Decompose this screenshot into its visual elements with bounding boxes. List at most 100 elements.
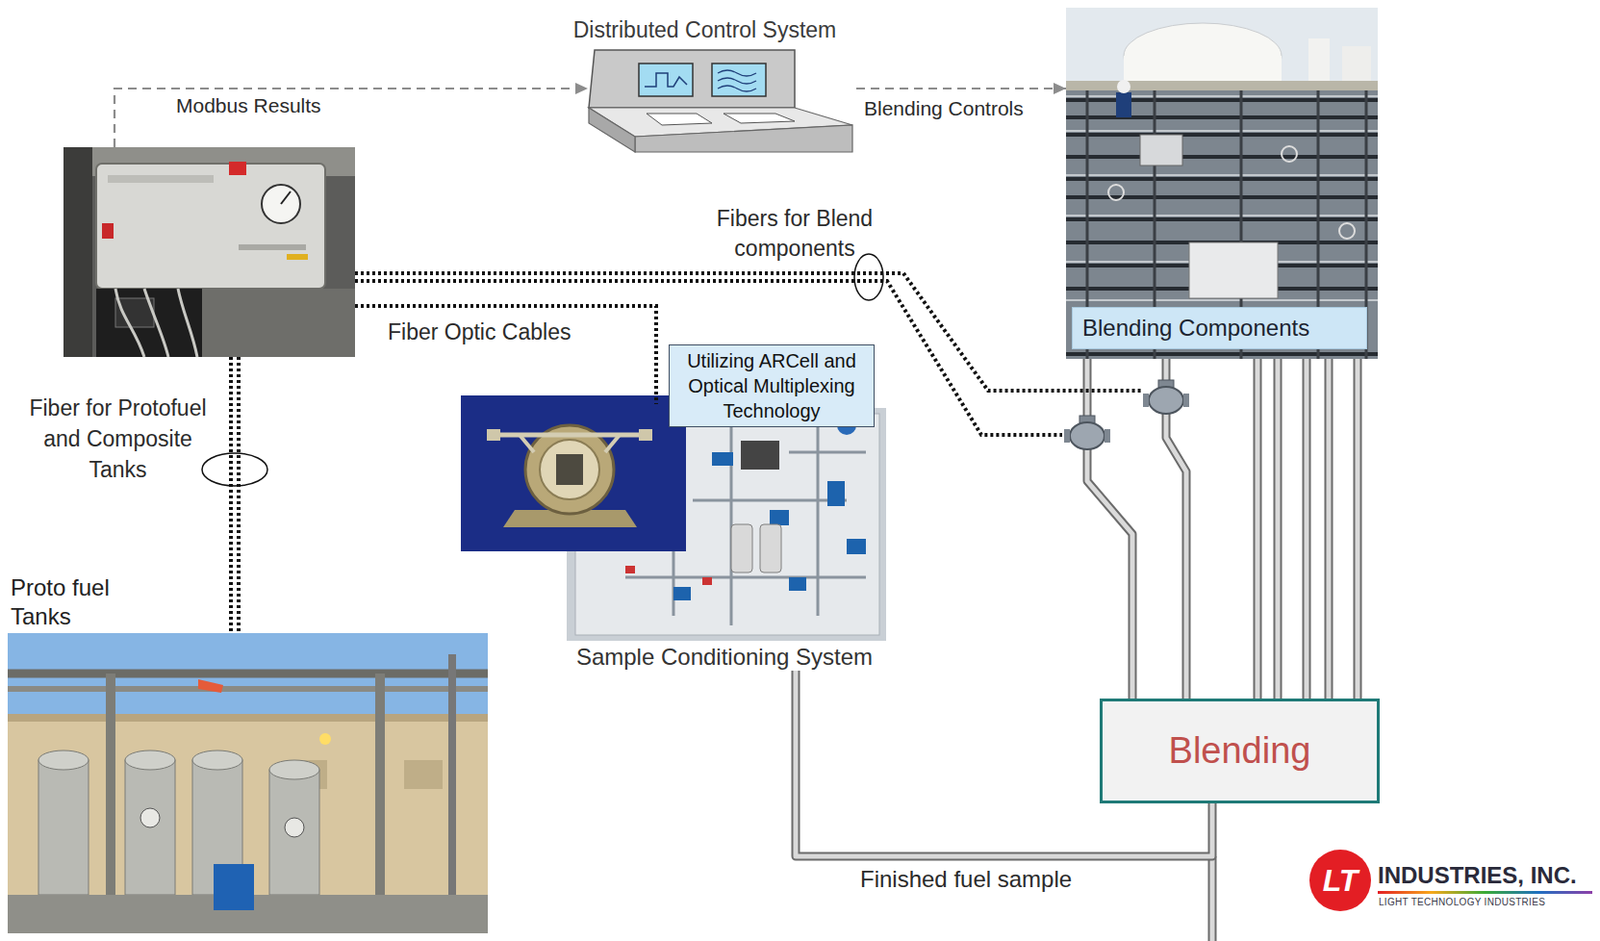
proto-fuel-tanks-photo	[192, 750, 243, 770]
arcell-photo	[638, 429, 653, 441]
dcs-console: Distributed Control System	[553, 15, 857, 156]
cable-bundle-ring	[854, 253, 884, 301]
sample-conditioning-photo	[702, 577, 712, 585]
modbus-link	[114, 82, 588, 148]
proto-fuel-tanks-photo	[448, 654, 457, 895]
outlet-pipe	[1208, 856, 1218, 941]
sample-conditioning-panel: Sample Conditioning System	[560, 407, 889, 671]
logo-mark: LT	[1309, 862, 1372, 899]
pipe-body	[1275, 358, 1281, 699]
sample-conditioning-photo	[673, 586, 691, 601]
proto-fuel-tanks-photo	[38, 760, 89, 895]
blending-area-photo	[1123, 55, 1282, 81]
pipe-outline	[1253, 358, 1263, 699]
modbus-link	[114, 88, 578, 148]
arcell-photo	[539, 439, 600, 500]
blending-area-photo	[1066, 98, 1378, 102]
modbus-link	[575, 82, 588, 95]
company-logo	[1377, 890, 1593, 894]
blending-area-photo	[1117, 79, 1131, 94]
blending-area-photo	[1066, 96, 1378, 301]
blending-area-photo	[1339, 223, 1355, 239]
analyzer-photo	[261, 184, 301, 224]
blending-area-photo	[1189, 242, 1278, 299]
control-console-icon	[588, 107, 635, 153]
proto-fuel-tanks-photo	[7, 685, 488, 692]
proto-fuel-tanks-photo	[105, 673, 116, 895]
proto-fuel-tanks-photo	[7, 719, 488, 934]
blending-area-photo	[1066, 7, 1378, 359]
blending-area-photo	[1066, 80, 1378, 91]
control-console-icon	[588, 50, 853, 153]
connector-label: Finished fuel sample	[860, 865, 1072, 893]
outlet-pipe	[1212, 856, 1214, 941]
cable-bundle-ring	[202, 253, 884, 486]
arcell-photo	[525, 425, 614, 514]
sample-valve	[1142, 393, 1149, 407]
proto-fuel-tanks-photo	[140, 808, 160, 828]
sample-valve	[1069, 422, 1105, 450]
control-console-icon	[646, 113, 712, 126]
proto-fuel-tanks-photo	[319, 733, 331, 745]
blending-area-photo	[1066, 129, 1378, 132]
sample-conditioning-photo	[625, 565, 635, 574]
pipe-body	[1355, 358, 1361, 699]
blending-area-photo	[1066, 177, 1378, 181]
fiber-optic-cable	[355, 305, 657, 405]
blending-area-photo	[1066, 214, 1378, 217]
logo-text: INDUSTRIES, INC.	[1377, 862, 1577, 889]
analyzer-photo	[96, 163, 326, 289]
arrow-head	[1053, 82, 1067, 95]
analyzer-photo	[101, 223, 114, 239]
analyzer-photo	[63, 147, 356, 357]
pipe-outline	[1273, 358, 1283, 699]
pipe-body	[1087, 358, 1133, 699]
arcell-photo	[519, 434, 534, 453]
arcell-photo	[486, 429, 501, 441]
pipe-body	[1255, 358, 1261, 699]
blending-area-photo	[1066, 95, 1378, 98]
blending-area-photo	[1116, 92, 1132, 118]
sample-valve	[1064, 429, 1070, 443]
sample-valve	[1183, 393, 1190, 407]
outlet-pipe	[1210, 856, 1216, 941]
fiber-optic-cable	[230, 273, 1142, 634]
sample-conditioning-photo	[731, 524, 753, 573]
analyzer-photo	[96, 288, 203, 357]
cable-label: Fiber for Protofuel and Composite Tanks	[24, 392, 212, 485]
company-logo	[1309, 849, 1593, 912]
analyzer-photo	[63, 147, 356, 357]
signal-label: Modbus Results	[176, 93, 322, 119]
analyzer-photo	[238, 244, 306, 251]
blending-components-photo: Blending Components	[1066, 7, 1378, 359]
cable-label: Fiber Optic Cables	[387, 318, 571, 346]
arcell-photo	[605, 434, 620, 453]
pipe-connector	[1087, 358, 1358, 699]
blending-area-photo	[1108, 184, 1124, 201]
sample-conditioning-photo	[846, 538, 866, 555]
pipe-outline	[1353, 358, 1363, 699]
sample-valve	[1104, 429, 1111, 443]
proto-fuel-tanks-photo	[38, 750, 89, 770]
blending-area-photo	[1066, 132, 1378, 137]
blending-area-photo	[1342, 46, 1372, 83]
blending-area-photo	[1066, 299, 1378, 302]
fiber-optic-cable	[228, 356, 233, 634]
pipe-outline	[1087, 358, 1133, 699]
analyzer-photo	[286, 253, 308, 260]
connector-label: Blending Controls	[863, 96, 1024, 121]
technology-callout-box: Utilizing ARCell and Optical Multiplexin…	[668, 344, 875, 428]
node-heading: Distributed Control System	[573, 15, 838, 45]
blending-box: Blending	[1099, 698, 1380, 804]
proto-fuel-tanks-photo	[7, 633, 488, 934]
sample-conditioning-photo	[788, 577, 807, 591]
analyzer-photo	[107, 175, 214, 183]
node-heading: Proto fuel Tanks	[10, 573, 131, 632]
fiber-optic-cable	[355, 280, 1063, 435]
proto-fuel-tanks-photo	[125, 760, 176, 895]
analyzer-photo	[228, 161, 247, 176]
arcell-photo	[556, 454, 584, 485]
blending-area-photo	[1066, 154, 1378, 159]
proto-fuel-tanks-photo	[284, 817, 305, 838]
